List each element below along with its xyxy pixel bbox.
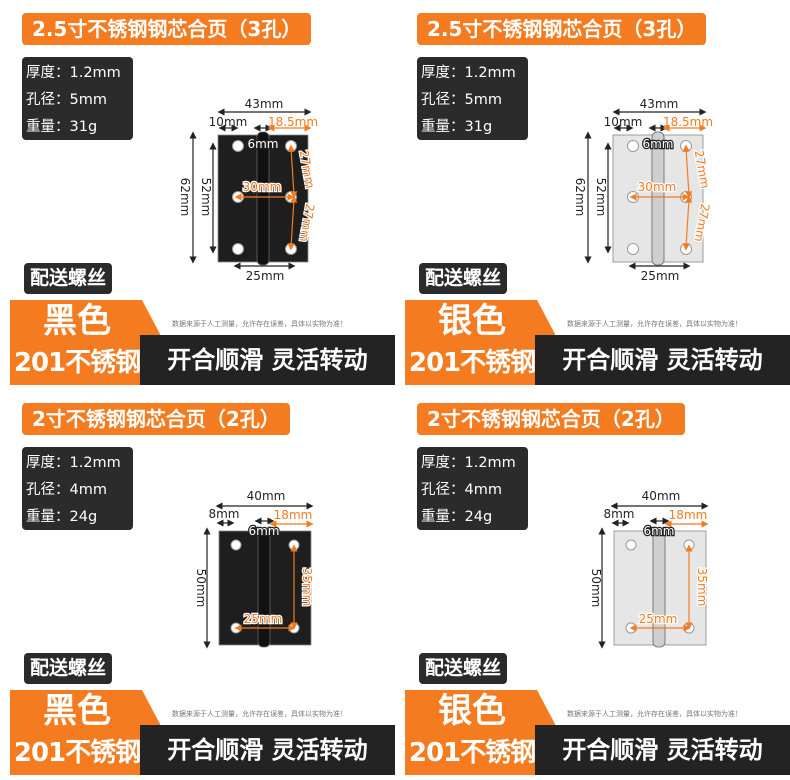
- color-label: 银色: [438, 301, 506, 341]
- dimension-label: 30mm: [243, 180, 282, 194]
- dimension-label: 18.5mm: [268, 115, 318, 129]
- dimension-label: 6mm: [248, 524, 279, 538]
- spec-row: 孔径：4mm: [421, 482, 502, 498]
- screw-hole: [627, 243, 639, 255]
- dimension-label: 62mm: [573, 178, 587, 217]
- screws-included-badge: 配送螺丝: [419, 263, 507, 294]
- dimension-label: 50mm: [194, 569, 208, 608]
- dimension-label: 8mm: [603, 507, 634, 521]
- dimension-label: 30mm: [638, 180, 677, 194]
- dimension-line: [287, 144, 298, 199]
- color-banner: [405, 690, 555, 775]
- hinge-knuckle: [652, 528, 666, 648]
- material-label: 201不锈钢: [13, 738, 141, 768]
- spec-row: 重量：31g: [421, 119, 493, 135]
- dimension-line: [682, 195, 693, 251]
- screws-included-badge: 配送螺丝: [24, 653, 112, 684]
- spec-box: 厚度：1.2mm 孔径：4mm 重量：24g: [22, 447, 133, 530]
- spec-box: 厚度：1.2mm 孔径：5mm 重量：31g: [417, 57, 528, 140]
- spec-row: 厚度：1.2mm: [26, 455, 121, 471]
- dimension-label: 40mm: [642, 489, 681, 503]
- dimension-label: 18mm: [669, 508, 708, 522]
- dimension-label: 35mm: [300, 568, 314, 607]
- slogan-bar: 开合顺滑 灵活转动: [140, 725, 395, 775]
- spec-row: 重量：24g: [421, 509, 493, 525]
- hinge-diagram: 40mm 8mm 18mm 6mm 50mm 35mm 25mm: [589, 489, 710, 649]
- spec-row: 重量：31g: [26, 119, 98, 135]
- screw-hole: [627, 140, 639, 152]
- spec-row: 孔径：5mm: [26, 92, 107, 108]
- dimension-label: 10mm: [209, 115, 248, 129]
- material-label: 201不锈钢: [13, 348, 141, 378]
- screw-hole: [232, 140, 244, 152]
- dimension-label: 50mm: [589, 569, 603, 608]
- spec-row: 厚度：1.2mm: [26, 65, 121, 81]
- disclaimer: 数据来源于人工测量，允许存在误差，具体以实物为准！: [172, 320, 347, 328]
- product-title: 2寸不锈钢钢芯合页（2孔）: [417, 403, 685, 435]
- spec-row: 孔径：5mm: [421, 92, 502, 108]
- dimension-label: 10mm: [604, 115, 643, 129]
- product-title: 2寸不锈钢钢芯合页（2孔）: [22, 403, 290, 435]
- slogan-bar: 开合顺滑 灵活转动: [535, 725, 790, 775]
- dimension-label: 35mm: [695, 568, 709, 607]
- product-title: 2.5寸不锈钢钢芯合页（3孔）: [22, 13, 312, 45]
- color-label: 黑色: [43, 301, 111, 341]
- color-banner: [10, 300, 160, 385]
- dimension-label: 18.5mm: [663, 115, 713, 129]
- disclaimer: 数据来源于人工测量，允许存在误差，具体以实物为准！: [172, 710, 347, 718]
- dimension-line: [287, 195, 298, 251]
- product-panel-2hole-black: 40mm 8mm 18mm 6mm 50mm 35mm 25mm 2寸不锈钢钢芯合页（2孔）…: [0, 390, 395, 780]
- screw-hole: [230, 539, 242, 551]
- slogan-bar: 开合顺滑 灵活转动: [535, 335, 790, 385]
- product-title: 2.5寸不锈钢钢芯合页（3孔）: [417, 13, 707, 45]
- screw-hole: [625, 539, 637, 551]
- screws-included-badge: 配送螺丝: [419, 653, 507, 684]
- disclaimer: 数据来源于人工测量，允许存在误差，具体以实物为准！: [567, 710, 742, 718]
- hinge-knuckle: [256, 131, 270, 266]
- material-label: 201不锈钢: [408, 348, 536, 378]
- dimension-label: 6mm: [642, 137, 673, 151]
- dimension-label: 40mm: [247, 489, 286, 503]
- dimension-label: 6mm: [643, 524, 674, 538]
- dimension-label: 62mm: [178, 178, 192, 217]
- product-panel-2hole-silver: 40mm 8mm 18mm 6mm 50mm 35mm 25mm 2寸不锈钢钢芯合页（2孔）…: [395, 390, 790, 780]
- spec-row: 重量：24g: [26, 509, 98, 525]
- spec-row: 孔径：4mm: [26, 482, 107, 498]
- dimension-label: 8mm: [208, 507, 239, 521]
- dimension-label: 25mm: [244, 612, 283, 626]
- spec-row: 厚度：1.2mm: [421, 65, 516, 81]
- slogan-bar: 开合顺滑 灵活转动: [140, 335, 395, 385]
- color-label: 银色: [438, 691, 506, 731]
- hinge-knuckle: [257, 528, 271, 648]
- dimension-label: 43mm: [640, 97, 679, 111]
- dimension-label: 52mm: [594, 178, 608, 217]
- hinge-diagram: 40mm 8mm 18mm 6mm 50mm 35mm 25mm: [194, 489, 315, 649]
- color-label: 黑色: [43, 691, 111, 731]
- material-label: 201不锈钢: [408, 738, 536, 768]
- screw-hole: [232, 243, 244, 255]
- screws-included-badge: 配送螺丝: [24, 263, 112, 294]
- dimension-line: [682, 144, 693, 199]
- dimension-label: 25mm: [246, 269, 285, 283]
- spec-box: 厚度：1.2mm 孔径：4mm 重量：24g: [417, 447, 528, 530]
- dimension-label: 25mm: [641, 269, 680, 283]
- dimension-label: 6mm: [247, 137, 278, 151]
- spec-row: 厚度：1.2mm: [421, 455, 516, 471]
- disclaimer: 数据来源于人工测量，允许存在误差，具体以实物为准！: [567, 320, 742, 328]
- color-banner: [405, 300, 555, 385]
- dimension-label: 43mm: [245, 97, 284, 111]
- dimension-label: 52mm: [199, 178, 213, 217]
- dimension-label: 25mm: [639, 612, 678, 626]
- color-banner: [10, 690, 160, 775]
- dimension-label: 18mm: [274, 508, 313, 522]
- spec-box: 厚度：1.2mm 孔径：5mm 重量：31g: [22, 57, 133, 140]
- hinge-knuckle: [651, 131, 665, 266]
